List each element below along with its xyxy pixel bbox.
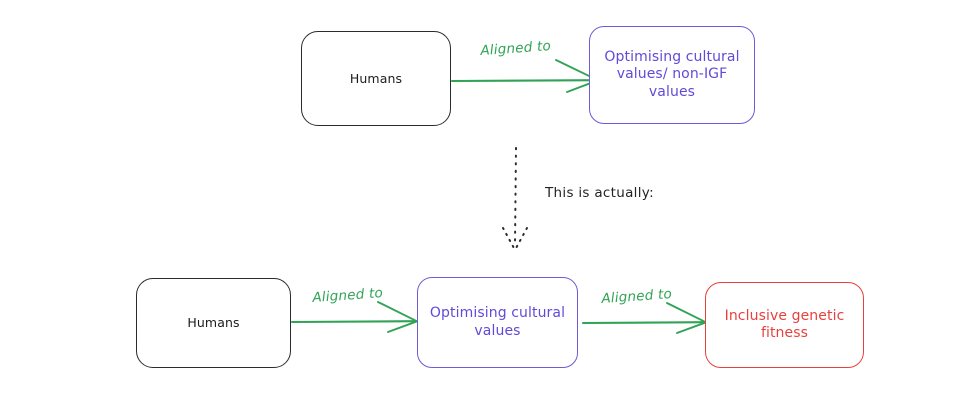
node-inclusive-genetic-fitness[interactable]: Inclusive genetic fitness: [705, 282, 864, 368]
node-humans-bottom[interactable]: Humans: [136, 278, 291, 368]
edge-label-aligned-to-bottom-one: Aligned to: [311, 285, 384, 306]
dotted-connector-arrow: [502, 147, 528, 251]
node-optimising-cultural-values[interactable]: Optimising cultural values: [417, 277, 578, 368]
node-optimising-cultural-values-non-igf[interactable]: Optimising cultural values/ non-IGF valu…: [589, 26, 755, 124]
node-humans-top[interactable]: Humans: [301, 31, 451, 126]
bottom-edge-two-arrow: [581, 302, 707, 334]
note-this-is-actually: This is actually:: [545, 185, 654, 201]
edge-label-aligned-to-top: Aligned to: [479, 38, 552, 59]
top-edge-arrow: [450, 59, 599, 93]
bottom-edge-one-arrow: [290, 301, 418, 333]
edge-label-aligned-to-bottom-two: Aligned to: [600, 286, 673, 307]
